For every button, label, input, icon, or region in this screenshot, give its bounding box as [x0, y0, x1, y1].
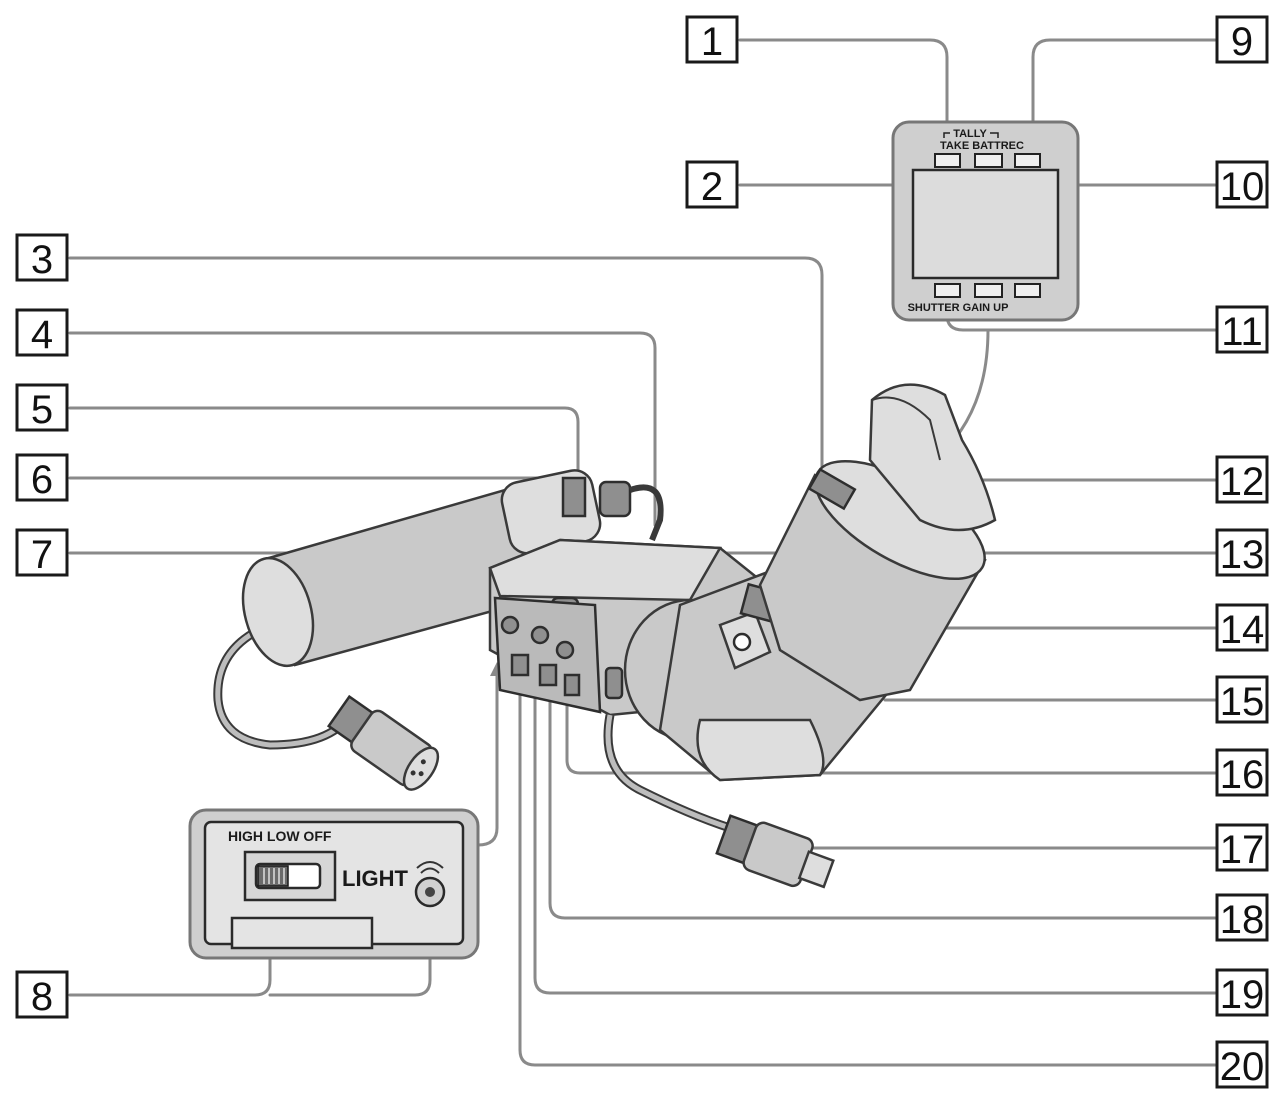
leader-20 — [518, 668, 1217, 1067]
leader-light-panel — [476, 668, 499, 847]
svg-text:12: 12 — [1220, 460, 1265, 504]
leader-1 — [738, 38, 949, 152]
svg-text:2: 2 — [701, 165, 723, 209]
eyecup — [868, 383, 997, 532]
diopter-knob[interactable] — [807, 467, 857, 511]
leader-5 — [68, 406, 580, 492]
light-arc — [416, 861, 444, 869]
up-lamp — [1014, 283, 1041, 298]
svg-text:13: 13 — [1220, 533, 1265, 577]
svg-text:4: 4 — [31, 313, 53, 357]
svg-text:1: 1 — [701, 20, 723, 64]
light-arc-inner — [420, 867, 440, 874]
callout-17: 17 — [1215, 823, 1269, 872]
callout-1: 1 — [685, 15, 739, 64]
shutter-lamp — [934, 283, 961, 298]
svg-text:11: 11 — [1221, 310, 1263, 354]
tally-bracket — [943, 132, 999, 138]
knob-grip — [263, 868, 285, 884]
callout-11: 11 — [1215, 305, 1269, 354]
switch-positions-label: HIGH LOW OFF — [228, 828, 332, 844]
callout-5: 5 — [15, 383, 69, 432]
callout-7: 7 — [15, 528, 69, 577]
svg-text:8: 8 — [31, 975, 53, 1019]
light-lamp-center — [425, 887, 435, 897]
mount-collar — [598, 480, 632, 518]
callout-3: 3 — [15, 233, 69, 282]
svg-text:5: 5 — [31, 388, 53, 432]
leader-18 — [548, 668, 1217, 920]
mount-screw-knob — [561, 476, 587, 518]
callout-boxes: 1 2 3 4 5 6 7 8 9 10 11 12 13 14 15 16 1… — [15, 15, 1269, 1089]
take-lamp — [934, 153, 961, 168]
panel-control-3[interactable] — [555, 640, 575, 660]
svg-text:14: 14 — [1220, 608, 1265, 652]
panel-control-2[interactable] — [530, 625, 550, 645]
panel-switch-1[interactable] — [510, 653, 530, 677]
tally-top-labels: TAKE BATTREC — [940, 140, 1024, 152]
panel-switch-2[interactable] — [538, 663, 558, 687]
video-connector — [715, 814, 835, 889]
video-light — [241, 469, 664, 668]
eyepiece-tube — [758, 383, 997, 702]
svg-text:7: 7 — [31, 533, 53, 577]
callout-2: 2 — [685, 160, 739, 209]
side-latch[interactable] — [604, 666, 624, 700]
callout-8: 8 — [15, 970, 69, 1019]
leader-16 — [565, 658, 1217, 775]
batt-lamp — [974, 153, 1003, 168]
gain-lamp — [974, 283, 1003, 298]
tally-bottom-labels: SHUTTER GAIN UP — [908, 302, 1009, 314]
panel-switch-3[interactable] — [563, 673, 581, 697]
tally-panel: TALLY TAKE BATTREC SHUTTER GAIN UP — [891, 120, 1080, 322]
leader-8a — [68, 878, 272, 997]
leader-3 — [68, 256, 824, 472]
leader-9 — [1031, 38, 1217, 157]
callout-19: 19 — [1215, 968, 1269, 1017]
svg-text:16: 16 — [1220, 753, 1265, 797]
light-panel: HIGH LOW OFF LIGHT — [188, 808, 480, 960]
callout-14: 14 — [1215, 603, 1269, 652]
leader-8b — [268, 893, 432, 997]
svg-text:3: 3 — [31, 238, 53, 282]
callout-12: 12 — [1215, 455, 1269, 504]
light-switch-knob[interactable] — [257, 865, 289, 887]
svg-text:19: 19 — [1220, 973, 1265, 1017]
svg-text:9: 9 — [1231, 20, 1253, 64]
svg-text:10: 10 — [1220, 165, 1265, 209]
svg-text:15: 15 — [1220, 680, 1265, 724]
leader-4 — [68, 331, 657, 527]
callout-18: 18 — [1215, 893, 1269, 942]
callout-15: 15 — [1215, 675, 1269, 724]
leader-19 — [533, 663, 1217, 995]
viewfinder-body — [488, 538, 762, 717]
svg-text:18: 18 — [1220, 898, 1265, 942]
callout-20: 20 — [1215, 1040, 1269, 1089]
tally-label: TALLY — [953, 128, 987, 140]
light-panel-tab — [230, 916, 374, 950]
callout-13: 13 — [1215, 528, 1269, 577]
svg-text:17: 17 — [1220, 828, 1265, 872]
panel-control-1[interactable] — [500, 615, 520, 635]
light-plug — [326, 694, 440, 791]
light-power-cable — [629, 484, 664, 542]
svg-text:20: 20 — [1220, 1045, 1265, 1089]
svg-text:6: 6 — [31, 458, 53, 502]
viewfinder-screen — [911, 168, 1060, 280]
callout-16: 16 — [1215, 748, 1269, 797]
rec-lamp — [1014, 153, 1041, 168]
light-label: LIGHT — [342, 866, 409, 891]
callout-6: 6 — [15, 453, 69, 502]
viewfinder-device — [213, 383, 997, 889]
callout-10: 10 — [1215, 160, 1269, 209]
callout-9: 9 — [1215, 15, 1269, 64]
callout-4: 4 — [15, 308, 69, 357]
